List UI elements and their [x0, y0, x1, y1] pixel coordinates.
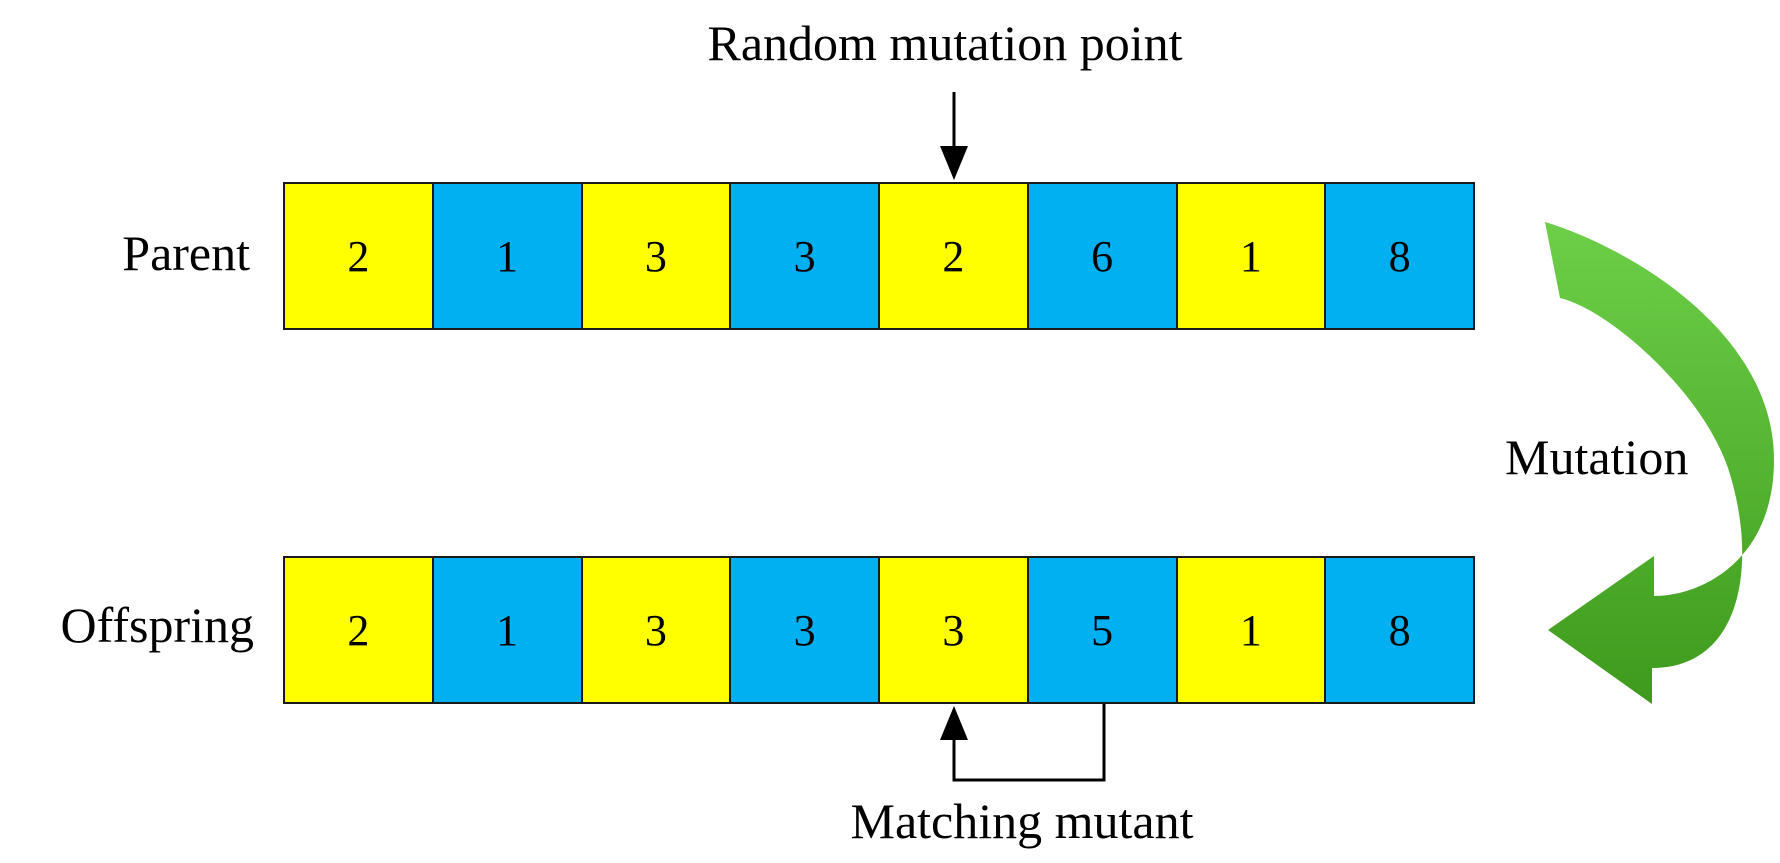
parent-gene-5: 2 — [878, 182, 1029, 330]
random-mutation-point-label: Random mutation point — [707, 15, 1183, 71]
parent-gene-6: 6 — [1026, 182, 1178, 330]
offspring-gene-1: 2 — [283, 556, 434, 704]
offspring-gene-3: 3 — [580, 556, 732, 704]
matching-mutant-arrow-icon — [940, 704, 1106, 782]
offspring-gene-8: 8 — [1324, 556, 1475, 704]
offspring-label: Offspring — [60, 597, 254, 653]
matching-mutant-label: Matching mutant — [850, 793, 1194, 849]
parent-label: Parent — [122, 225, 250, 281]
parent-gene-4: 3 — [729, 182, 880, 330]
offspring-gene-5: 3 — [878, 556, 1029, 704]
mutation-label: Mutation — [1505, 429, 1689, 485]
offspring-gene-2: 1 — [431, 556, 583, 704]
offspring-chromosome: 2 1 3 3 3 5 1 8 — [283, 556, 1475, 704]
offspring-gene-6: 5 — [1026, 556, 1178, 704]
parent-chromosome: 2 1 3 3 2 6 1 8 — [283, 182, 1475, 330]
parent-gene-2: 1 — [431, 182, 583, 330]
parent-gene-3: 3 — [580, 182, 732, 330]
mutation-point-arrow-icon — [940, 92, 968, 180]
offspring-gene-7: 1 — [1175, 556, 1327, 704]
offspring-gene-4: 3 — [729, 556, 880, 704]
parent-gene-7: 1 — [1175, 182, 1327, 330]
parent-gene-8: 8 — [1324, 182, 1475, 330]
parent-gene-1: 2 — [283, 182, 434, 330]
